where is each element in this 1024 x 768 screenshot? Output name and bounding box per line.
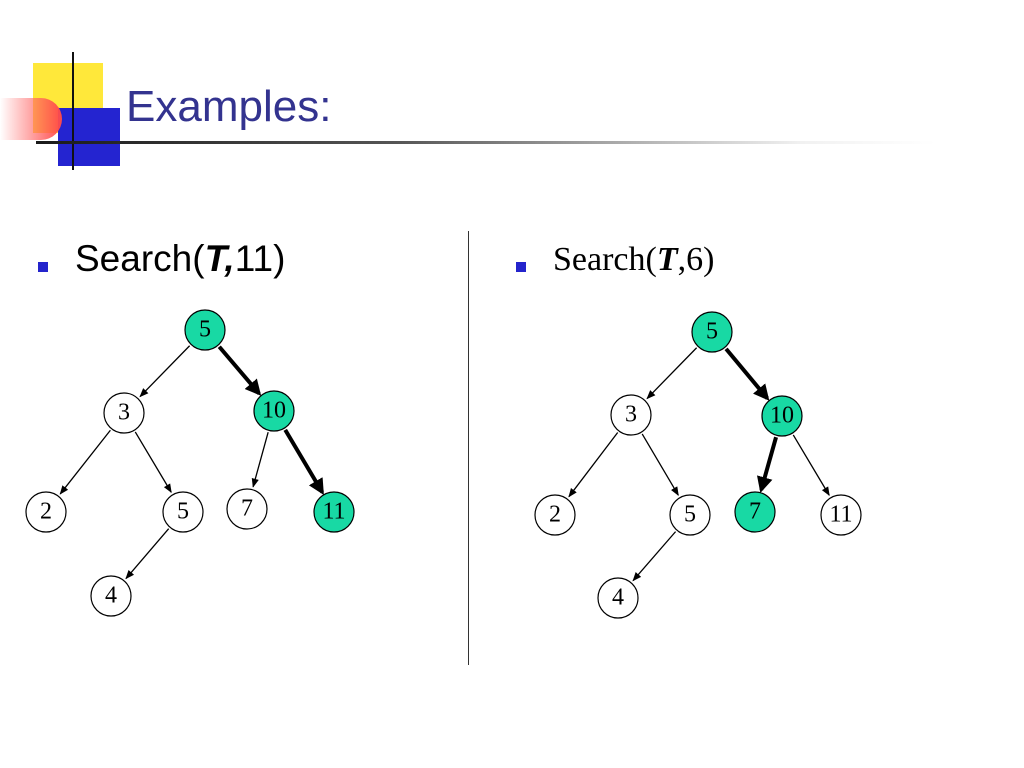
node-left-n11: 11 [313, 491, 355, 533]
node-circle [90, 575, 132, 617]
node-left-n10: 10 [253, 390, 295, 432]
node-circle [734, 491, 776, 533]
node-circle [761, 395, 803, 437]
node-left-n7: 7 [226, 488, 268, 530]
node-circle [253, 390, 295, 432]
nodes-layer: 5 3 10 2 5 7 11 4 5 3 10 2 5 7 11 4 [25, 309, 862, 619]
node-left-n4: 4 [90, 575, 132, 617]
node-left-n2: 2 [25, 491, 67, 533]
node-label: 4 [105, 583, 117, 609]
node-label: 10 [262, 398, 286, 424]
example-left-arg: T [204, 238, 225, 279]
node-right-n7: 7 [734, 491, 776, 533]
node-circle [669, 494, 711, 536]
node-circle [103, 392, 145, 434]
node-right-n5b: 5 [669, 494, 711, 536]
node-label: 11 [829, 502, 852, 528]
node-circle [534, 494, 576, 536]
node-circle [313, 491, 355, 533]
node-label: 7 [749, 499, 761, 525]
edge-right-n5-n3 [646, 347, 698, 400]
slide-title: Examples: [126, 82, 332, 131]
example-left-fn: Search( [75, 238, 205, 279]
node-circle [820, 494, 862, 536]
edges-layer [59, 345, 830, 582]
example-right-sep: , [677, 241, 687, 278]
node-right-n2: 2 [534, 494, 576, 536]
node-circle [691, 311, 733, 353]
node-label: 3 [118, 400, 130, 426]
example-left-sep: , [224, 238, 235, 279]
node-label: 11 [322, 499, 345, 525]
edge-left-n10-n11 [283, 428, 324, 495]
edge-left-n5-n3 [139, 345, 191, 398]
node-label: 10 [770, 403, 794, 429]
node-left-n3: 3 [103, 392, 145, 434]
edge-right-n5-n10 [724, 347, 770, 401]
node-label: 5 [199, 317, 211, 343]
edge-right-n10-n11 [792, 434, 830, 497]
node-circle [610, 394, 652, 436]
edge-left-n3-n2 [59, 429, 111, 495]
bullet-marker-right [516, 262, 526, 272]
example-right-fn: Search( [553, 241, 657, 278]
node-circle [25, 491, 67, 533]
node-label: 2 [549, 502, 561, 528]
example-left-call: Search(T,11) [75, 238, 285, 280]
decor-blue-square [58, 108, 120, 166]
bullet-marker-left [38, 262, 48, 272]
node-label: 5 [177, 499, 189, 525]
example-left-key: 11) [234, 238, 286, 279]
edge-right-n5b-n4 [632, 531, 677, 582]
node-label: 5 [684, 502, 696, 528]
edge-left-n10-n7 [251, 432, 269, 488]
decor-red-bar [0, 98, 62, 140]
example-right-call: Search(T,6) [553, 241, 714, 279]
title-underline [36, 141, 936, 144]
node-left-n5: 5 [184, 309, 226, 351]
node-right-n3: 3 [610, 394, 652, 436]
node-circle [597, 577, 639, 619]
node-right-n4: 4 [597, 577, 639, 619]
node-label: 3 [625, 402, 637, 428]
node-label: 4 [612, 585, 624, 611]
node-right-n5: 5 [691, 311, 733, 353]
node-right-n10: 10 [761, 395, 803, 437]
node-circle [162, 491, 204, 533]
node-label: 2 [40, 499, 52, 525]
edge-right-n10-n7 [756, 436, 778, 493]
edge-left-n5-n10 [217, 345, 262, 396]
node-label: 7 [241, 496, 253, 522]
example-right-arg: T [656, 241, 678, 278]
edge-left-n5b-n4 [125, 528, 170, 580]
example-right-key: 6) [686, 241, 715, 278]
edge-right-n3-n5b [641, 433, 679, 496]
decor-vertical-line [72, 52, 74, 170]
node-right-n11: 11 [820, 494, 862, 536]
edge-left-n3-n5b [134, 431, 172, 494]
column-divider [468, 231, 469, 665]
node-circle [226, 488, 268, 530]
node-left-n5b: 5 [162, 491, 204, 533]
edge-right-n3-n2 [568, 432, 619, 498]
node-circle [184, 309, 226, 351]
node-label: 5 [706, 319, 718, 345]
